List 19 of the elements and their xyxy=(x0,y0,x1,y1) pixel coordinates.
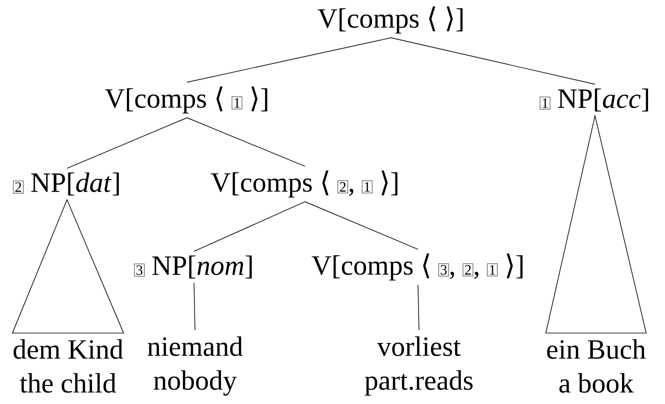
category-label: $\textrm{\fbox{\large 1} NP[\textit{acc}]}$ xyxy=(540,88,648,112)
category-label: $\textrm{V[\textsc{comps} ⟨ ⟩]}$ xyxy=(318,6,463,34)
word-gloss: niemand nobody xyxy=(148,336,243,396)
branch-line xyxy=(390,37,596,85)
category-label: $\textrm{\fbox{\large 3} NP[\textit{nom}]}$ xyxy=(134,255,252,279)
category-label: $\textrm{V[\textsc{comps} ⟨ \fbox{\large 2}, \fbox{\large 1} ⟩]}$ xyxy=(210,170,398,198)
branch-line xyxy=(418,284,420,331)
branch-line xyxy=(194,201,306,252)
branch-line xyxy=(194,282,196,331)
branch-line xyxy=(304,201,418,250)
branch-line xyxy=(66,117,188,169)
branch-line xyxy=(186,117,306,167)
word-gloss: vorliest $\textrm{\textsc{part}.reads}$ xyxy=(364,336,473,396)
branch-line xyxy=(186,37,392,83)
category-label: $\textrm{V[\textsc{comps} ⟨ \fbox{\large 1} ⟩]}$ xyxy=(105,86,268,114)
category-label: $\textrm{V[\textsc{comps} ⟨ \fbox{\large 3}, \fbox{\large 2}, \fbox{\large 1} ⟩]}$ xyxy=(312,253,523,281)
word-gloss: dem Kind the child xyxy=(14,339,124,393)
category-label: $\textrm{\fbox{\large 2} NP[\textit{dat}]}$ xyxy=(13,172,119,196)
word-gloss: ein Buch a book xyxy=(547,339,646,393)
